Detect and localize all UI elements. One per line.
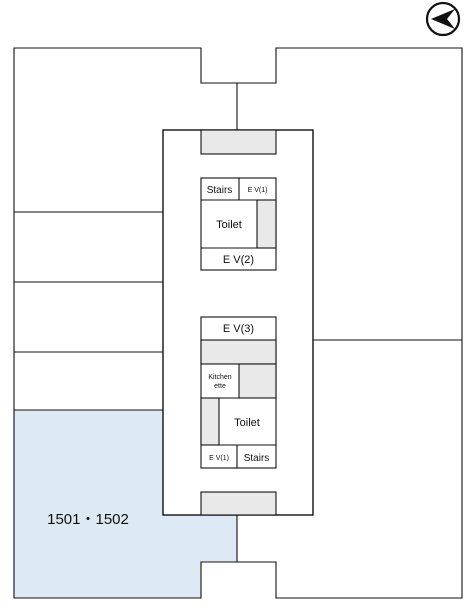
kitchenette-label-line2: ette bbox=[214, 383, 226, 390]
stairs-lower-label: Stairs bbox=[244, 453, 270, 464]
elevator-3-label: E V(3) bbox=[223, 323, 254, 335]
core-shaft-bottom bbox=[200, 491, 277, 516]
lower-service-block bbox=[200, 316, 277, 469]
unit-label: 1501・1502 bbox=[47, 511, 129, 528]
upper-service-block bbox=[200, 177, 277, 271]
elevator-1-lower-label: E V(1) bbox=[209, 455, 229, 462]
stairs-upper-label: Stairs bbox=[207, 185, 233, 196]
north-arrow-icon bbox=[425, 1, 461, 37]
toilet-upper-label: Toilet bbox=[216, 219, 242, 231]
building-outline bbox=[13, 47, 463, 599]
kitchenette-label-line1: Kitchen bbox=[208, 374, 231, 381]
highlighted-unit-area[interactable] bbox=[14, 410, 237, 598]
core-shaft-top bbox=[200, 129, 277, 155]
elevator-1-upper-label: E V(1) bbox=[248, 187, 268, 194]
toilet-lower-label: Toilet bbox=[234, 417, 260, 429]
elevator-2-label: E V(2) bbox=[223, 254, 254, 266]
